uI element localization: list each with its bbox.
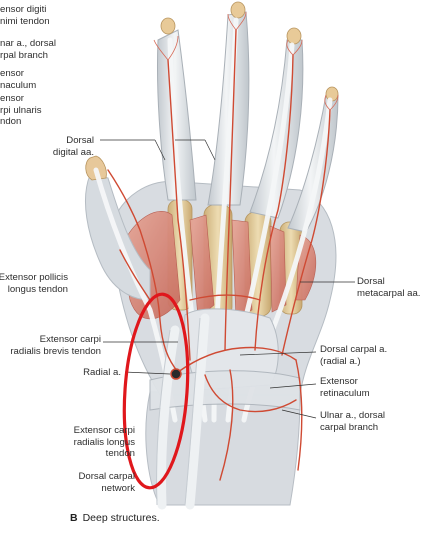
label-ulnar-dorsal-branch-top: nar a., dorsal rpal branch xyxy=(0,38,56,61)
fingertips xyxy=(160,1,339,102)
label-dorsal-digital-aa: Dorsal digital aa. xyxy=(52,135,94,158)
caption-text: Deep structures. xyxy=(82,512,160,524)
small-arteries xyxy=(153,11,339,111)
label-extensor-carpi-ulnaris: ensor rpi ulnaris ndon xyxy=(0,93,42,127)
caption-letter: B xyxy=(70,512,78,524)
label-extensor-pollicis-longus: Extensor pollicis longus tendon xyxy=(0,272,68,295)
forearm-tendons xyxy=(157,313,210,510)
label-dorsal-carpal-network: Dorsal carpal network xyxy=(78,471,135,494)
label-extensor-digiti-minimi: ensor digiti nimi tendon xyxy=(0,4,50,27)
radial-artery-section xyxy=(170,368,182,380)
highlight-ellipse xyxy=(122,292,190,490)
label-ulnar-dorsal-carpal-branch: Ulnar a., dorsal carpal branch xyxy=(320,410,386,433)
label-extensor-retinaculum: Extensor retinaculum xyxy=(320,376,370,399)
label-radial-artery: Radial a. xyxy=(83,367,121,378)
label-dorsal-metacarpal-aa: Dorsal metacarpal aa. xyxy=(357,276,421,299)
label-extensor-carpi-radialis-longus: Extensor carpi radialis longus tendon xyxy=(73,425,135,459)
label-dorsal-carpal-radial: Dorsal carpal a. (radial a.) xyxy=(320,344,388,367)
figure-caption: B Deep structures. xyxy=(70,512,160,524)
arteries xyxy=(107,29,331,481)
leader-lines xyxy=(100,139,355,419)
label-extensor-carpi-radialis-brevis: Extensor carpi radialis brevis tendon xyxy=(10,334,101,357)
label-extensor-retinaculum-top: ensor naculum xyxy=(0,68,37,91)
